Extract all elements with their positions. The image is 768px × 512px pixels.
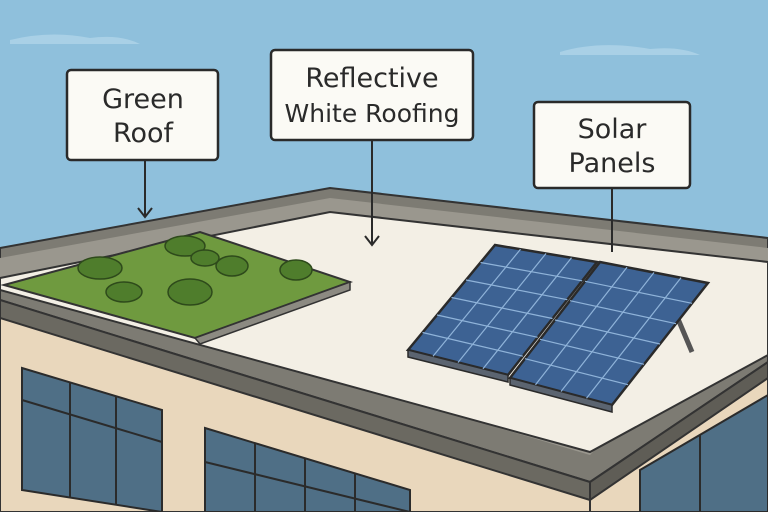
panel-cell-line	[457, 253, 547, 363]
callout-reflective-roofing: Reflective White Roofing	[269, 48, 475, 247]
solar-panels	[405, 243, 711, 413]
label-text: Reflective	[305, 63, 438, 94]
label-text: Green	[102, 84, 184, 115]
green-roof	[0, 230, 354, 345]
windows-left	[21, 366, 163, 512]
panel-cell-line	[560, 272, 655, 392]
panel-cell-line	[586, 277, 682, 399]
label-text: Roof	[113, 118, 175, 149]
panel-cell-line	[535, 266, 628, 386]
windows-middle	[204, 426, 411, 512]
panel-cell-line	[432, 248, 521, 357]
cloud	[10, 34, 140, 44]
label-text: Solar	[578, 114, 648, 145]
callout-green-roof: Green Roof	[65, 68, 220, 219]
label-text: White Roofing	[285, 99, 460, 128]
label-text: Panels	[569, 148, 656, 179]
arrow-icon	[137, 207, 153, 219]
arrow-icon	[364, 235, 380, 247]
callout-solar-panels: Solar Panels	[532, 100, 692, 252]
windows-right	[639, 393, 768, 512]
panel-cell-line	[482, 257, 572, 370]
cloud	[560, 45, 700, 55]
